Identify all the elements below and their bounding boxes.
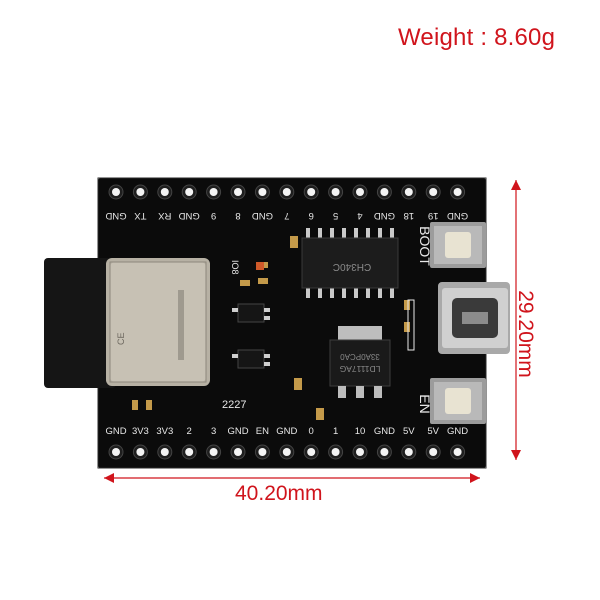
- regulator: LD1117AG 33A0PCA0: [329, 326, 391, 398]
- pin-label: 3V3: [156, 426, 173, 437]
- pin-label: 6: [309, 210, 314, 221]
- led: [256, 262, 264, 270]
- pin-label: 5V: [427, 426, 439, 437]
- boot-button: [430, 222, 486, 268]
- pin-label: GND: [447, 210, 468, 221]
- pin-label: 5V: [403, 426, 415, 437]
- pin-hole-center: [185, 448, 194, 456]
- io8-label: IO8: [230, 260, 240, 275]
- pin-label: 4: [357, 210, 362, 221]
- pin-label: 8: [235, 210, 240, 221]
- pin-label: 19: [428, 210, 439, 221]
- pin-label: GND: [374, 426, 395, 437]
- pin-label: RX: [158, 210, 172, 221]
- pin-hole-center: [307, 448, 316, 456]
- pin-label: 9: [211, 210, 216, 221]
- pin-hole-center: [356, 188, 364, 196]
- module-ce-mark: CE: [116, 332, 126, 345]
- pin-label: 2: [187, 426, 192, 437]
- pin-label: EN: [256, 426, 269, 437]
- usb-c-port-icon: [438, 282, 510, 354]
- pin-label: 10: [355, 426, 366, 437]
- en-label: EN: [417, 394, 433, 413]
- pin-hole-center: [282, 448, 291, 456]
- pin-label: GND: [179, 210, 200, 221]
- pin-label: GND: [105, 426, 126, 437]
- pin-label: GND: [252, 210, 273, 221]
- pin-label: 7: [284, 210, 289, 221]
- pin-hole-center: [331, 188, 340, 196]
- width-label: 40.20mm: [235, 482, 323, 505]
- pin-hole-center: [160, 448, 169, 456]
- pin-hole-center: [136, 448, 145, 456]
- small-transistors: [237, 303, 265, 369]
- pin-hole-center: [234, 448, 242, 456]
- pin-label: TX: [134, 210, 147, 221]
- pin-label: 5: [333, 210, 338, 221]
- height-dimension-line: [511, 180, 521, 460]
- pin-hole-center: [356, 448, 364, 456]
- pin-hole-center: [331, 448, 340, 456]
- pin-hole-center: [112, 448, 120, 456]
- pin-hole-center: [307, 188, 316, 196]
- pin-hole-center: [160, 188, 169, 196]
- pin-hole-center: [258, 448, 267, 456]
- pin-label: GND: [447, 426, 468, 437]
- pin-hole-center: [453, 188, 462, 196]
- pin-label: 3: [211, 426, 216, 437]
- usb-chip-label: CH340C: [333, 261, 371, 272]
- pin-hole-center: [136, 188, 145, 196]
- height-label: 29.20mm: [514, 290, 537, 378]
- board-number: 2227: [222, 399, 246, 411]
- regulator-code: 33A0PCA0: [340, 352, 380, 361]
- pin-hole-center: [404, 188, 413, 196]
- pin-label: 18: [404, 210, 415, 221]
- regulator-label: LD1117AG: [340, 364, 381, 374]
- pin-hole-center: [429, 188, 438, 196]
- pin-hole-center: [380, 188, 389, 196]
- pin-hole-center: [380, 448, 389, 456]
- weight-label: Weight : 8.60g: [398, 24, 556, 51]
- pin-hole-center: [282, 188, 291, 196]
- pin-hole-center: [258, 188, 267, 196]
- pin-hole-center: [112, 188, 120, 196]
- module-antenna: [44, 258, 116, 388]
- pin-label: GND: [276, 426, 297, 437]
- usb-chip: CH340C: [301, 228, 399, 298]
- top-pin-labels: GND TX RX GND 9 8 GND 7 6 5 4 GND 18 19 GND: [105, 210, 468, 221]
- boot-label: BOOT: [417, 226, 433, 266]
- pin-label: 3V3: [132, 426, 149, 437]
- bottom-pin-labels: GND 3V3 3V3 2 3 GND EN GND 0 1 10 GND 5V 5V GND: [105, 426, 468, 437]
- pin-hole-center: [429, 448, 438, 456]
- pin-hole-center: [185, 188, 194, 196]
- pin-hole-center: [404, 448, 413, 456]
- pin-label: GND: [374, 210, 395, 221]
- pin-label: 1: [333, 426, 338, 437]
- top-pin-row: [108, 184, 466, 200]
- pin-hole-center: [209, 448, 218, 456]
- width-dimension-line: [104, 473, 480, 483]
- pin-hole-center: [209, 188, 218, 196]
- pin-hole-center: [453, 448, 462, 456]
- pin-label: 0: [309, 426, 314, 437]
- bottom-pin-row: [108, 444, 466, 460]
- pin-label: GND: [227, 426, 248, 437]
- pin-label: GND: [105, 210, 126, 221]
- en-button: [430, 378, 486, 424]
- pin-hole-center: [234, 188, 242, 196]
- esp32-module: CE: [106, 258, 210, 386]
